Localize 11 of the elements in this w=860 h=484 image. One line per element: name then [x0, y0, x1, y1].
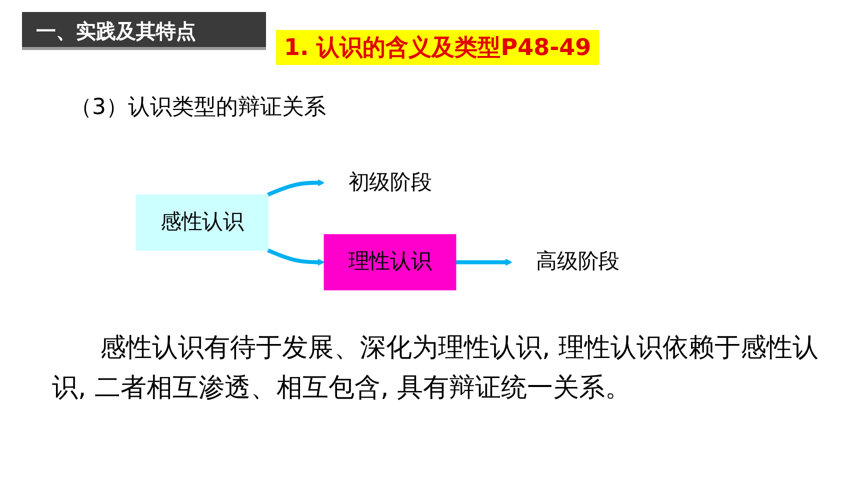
slide-title: 1. 认识的含义及类型P48-49: [276, 30, 600, 65]
section-heading: 一、实践及其特点: [22, 12, 266, 50]
node-text: 初级阶段: [348, 170, 432, 194]
subheading: （3）认识类型的辩证关系: [70, 94, 326, 122]
arrow: [266, 179, 325, 197]
paragraph: 感性认识有待于发展、深化为理性认识, 理性认识依赖于感性认识, 二者相互渗透、相互包含, 具有辩证统一关系。: [52, 332, 820, 405]
node-text: 高级阶段: [536, 250, 620, 274]
arrow: [266, 248, 325, 266]
node-box: 感性认识: [136, 194, 268, 251]
arrow: [456, 258, 512, 266]
node-box: 理性认识: [324, 234, 456, 290]
